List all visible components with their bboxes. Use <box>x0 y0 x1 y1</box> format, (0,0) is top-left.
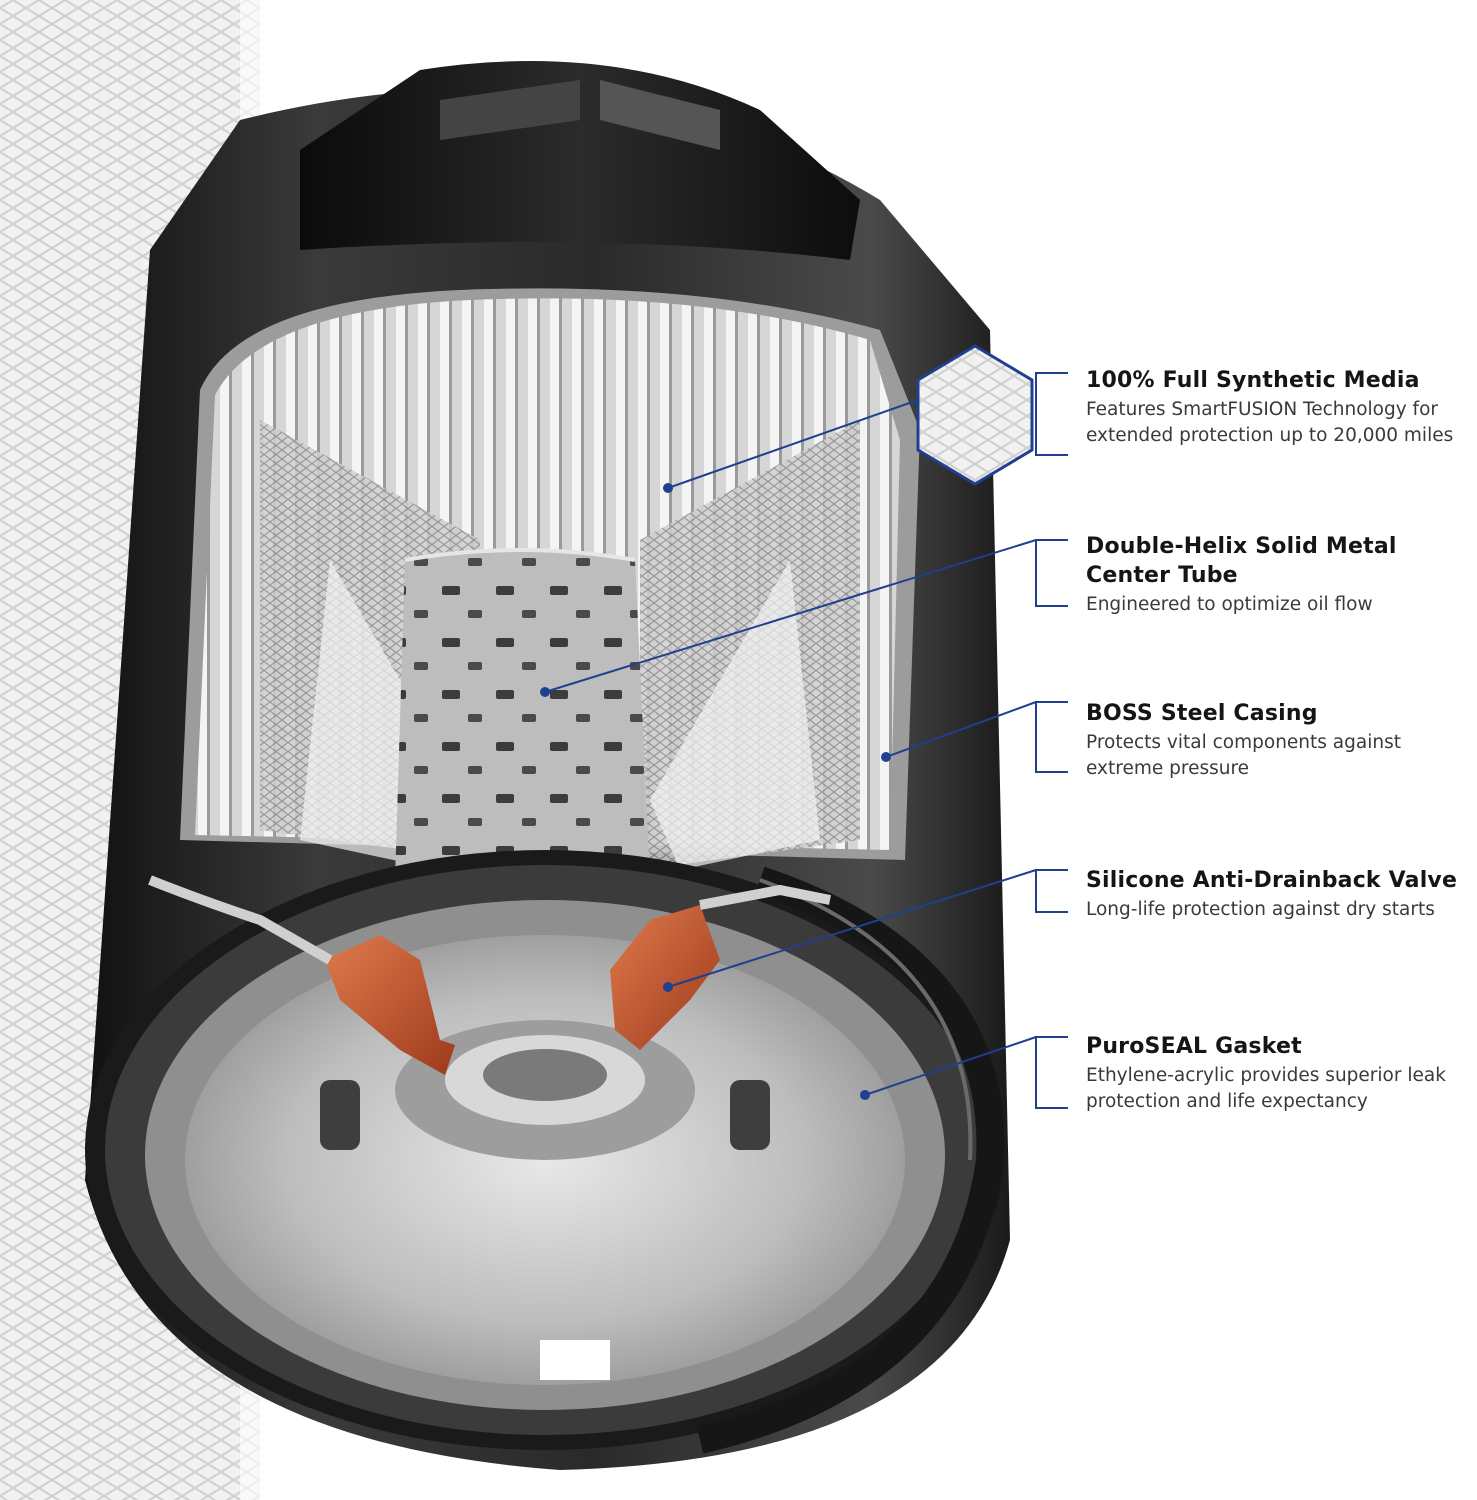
leader-lines <box>544 372 1068 1109</box>
callout-description-line: Long-life protection against dry starts <box>1086 899 1435 920</box>
leader-dots <box>540 483 891 1100</box>
leader-bracket-gasket <box>1035 1036 1068 1109</box>
callout-description-line: Features SmartFUSION Technology for <box>1086 399 1438 420</box>
callout-description-line: protection and life expectancy <box>1086 1091 1368 1112</box>
leader-bracket-valve <box>1035 869 1068 913</box>
callout-title: PuroSEAL Gasket <box>1086 1034 1302 1059</box>
callout-description-line: extended protection up to 20,000 miles <box>1086 425 1454 446</box>
callout-description-line: extreme pressure <box>1086 758 1250 779</box>
callout-synthetic-media: 100% Full Synthetic Media Features Smart… <box>1086 366 1476 449</box>
leader-bracket-casing <box>1035 701 1068 773</box>
leader-line-valve <box>667 869 1037 988</box>
leader-bracket-center-tube <box>1035 539 1068 607</box>
leader-line-casing <box>885 701 1037 758</box>
callout-title: 100% Full Synthetic Media <box>1086 368 1420 393</box>
casing-seam <box>148 875 831 965</box>
leader-line-gasket <box>864 1036 1037 1096</box>
callout-description-line: Protects vital components against <box>1086 732 1401 753</box>
callout-description-line: Engineered to optimize oil flow <box>1086 594 1373 615</box>
callout-title: BOSS Steel Casing <box>1086 701 1318 726</box>
base-plate <box>85 850 1005 1454</box>
callout-title-line: Center Tube <box>1086 563 1238 588</box>
dot-media <box>663 483 673 493</box>
callout-steel-casing: BOSS Steel Casing Protects vital compone… <box>1086 699 1476 782</box>
callout-anti-drainback-valve: Silicone Anti-Drainback Valve Long-life … <box>1086 866 1476 923</box>
dot-center-tube <box>540 687 550 697</box>
dot-valve <box>663 982 673 992</box>
mesh-hexagon-icon <box>916 344 1034 486</box>
leader-bracket-media <box>1035 372 1068 456</box>
callout-center-tube: Double-Helix Solid Metal Center Tube Eng… <box>1086 532 1476 618</box>
callout-title-line: Double-Helix Solid Metal <box>1086 534 1397 559</box>
anti-drainback-valve <box>325 905 720 1075</box>
leader-line-center-tube <box>544 539 1037 693</box>
leader-line-media <box>667 399 919 489</box>
dot-casing <box>881 752 891 762</box>
callout-gasket: PuroSEAL Gasket Ethylene-acrylic provide… <box>1086 1032 1476 1115</box>
callout-title: Silicone Anti-Drainback Valve <box>1086 868 1458 893</box>
dot-gasket <box>860 1090 870 1100</box>
callout-description-line: Ethylene-acrylic provides superior leak <box>1086 1065 1446 1086</box>
